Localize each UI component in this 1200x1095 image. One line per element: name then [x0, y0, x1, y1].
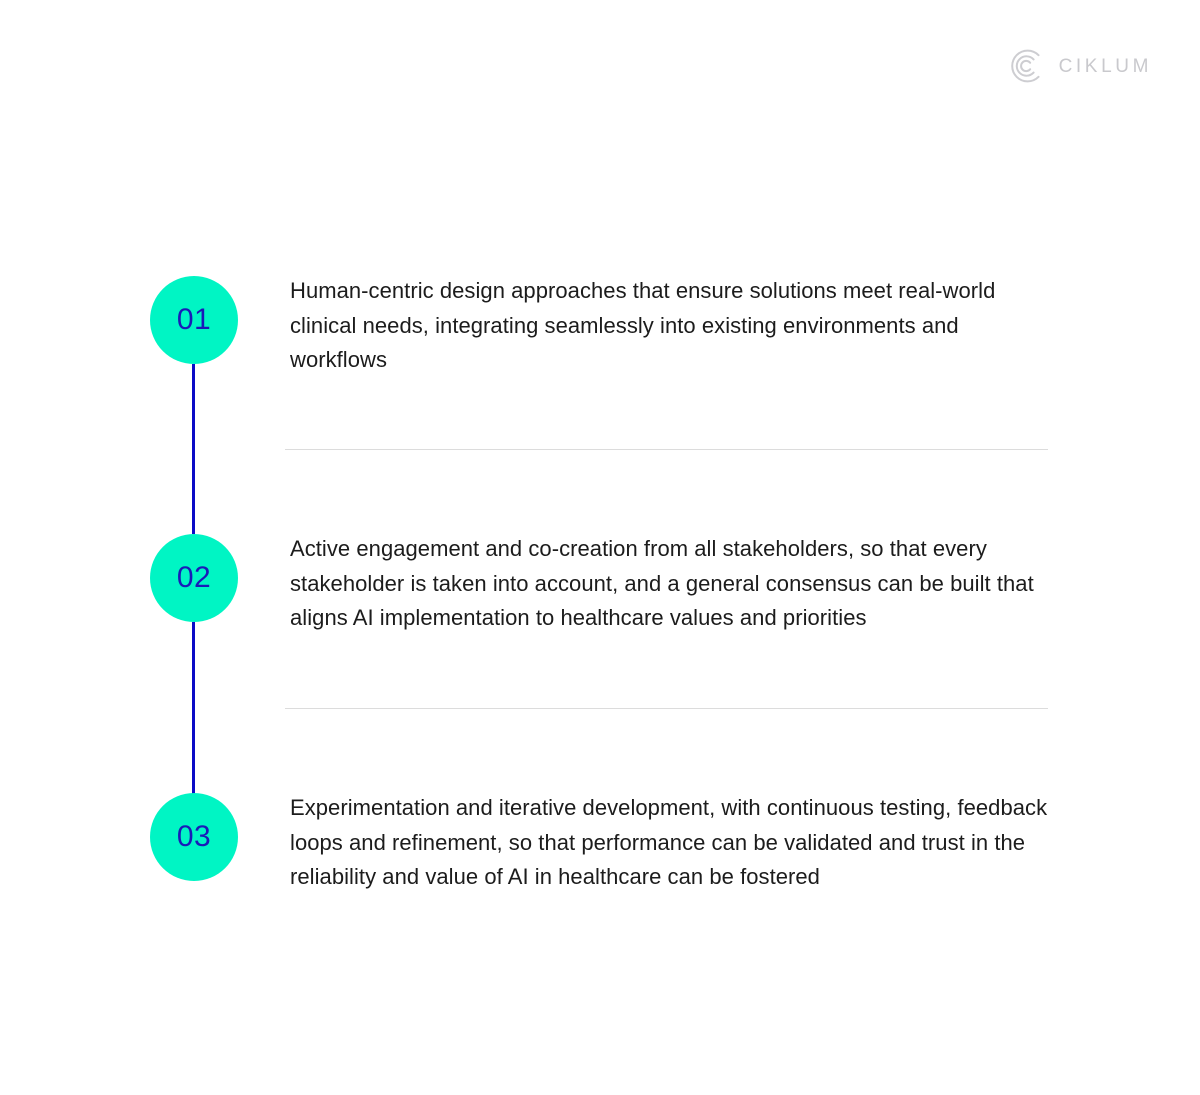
- brand-wordmark: CIKLUM: [1058, 55, 1152, 77]
- timeline-connector-line-1: [192, 364, 195, 534]
- step-description: Active engagement and co-creation from a…: [290, 536, 1034, 630]
- step-description: Experimentation and iterative developmen…: [290, 795, 1048, 889]
- ciklum-c-mark-icon: [1010, 49, 1040, 83]
- step-description: Human-centric design approaches that ens…: [290, 278, 996, 372]
- step-body-02: Active engagement and co-creation from a…: [290, 532, 1056, 636]
- step-body-03: Experimentation and iterative developmen…: [290, 791, 1056, 895]
- step-number-label: 02: [176, 561, 212, 594]
- step-badge-03: 03: [150, 793, 238, 881]
- step-badge-02: 02: [150, 534, 238, 622]
- timeline-connector-line-2: [192, 622, 195, 794]
- step-body-01: Human-centric design approaches that ens…: [290, 274, 1056, 378]
- brand-logo: CIKLUM: [1007, 47, 1152, 85]
- step-badge-01: 01: [150, 276, 238, 364]
- step-number-label: 03: [176, 820, 212, 853]
- step-divider-1: [285, 449, 1048, 450]
- step-number-label: 01: [176, 303, 212, 336]
- step-divider-2: [285, 708, 1048, 709]
